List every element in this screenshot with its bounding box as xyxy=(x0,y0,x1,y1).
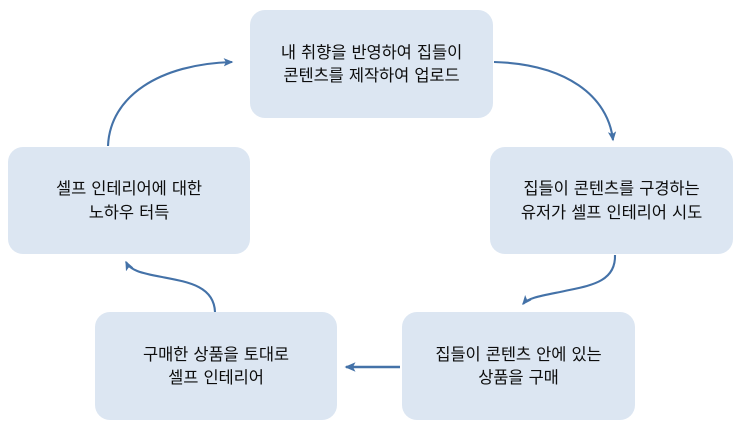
node-left[interactable]: 셀프 인테리어에 대한 노하우 터득 xyxy=(8,147,250,254)
edge-left-to-top xyxy=(106,58,234,147)
node-bottom-right-label: 집들이 콘텐츠 안에 있는 상품을 구매 xyxy=(435,344,602,387)
node-top[interactable]: 내 취향을 반영하여 집들이 콘텐츠를 제작하여 업로드 xyxy=(250,10,493,118)
node-right-label: 집들이 콘텐츠를 구경하는 유저가 셀프 인테리어 시도 xyxy=(520,179,703,222)
edge-bottomleft-to-left xyxy=(125,260,217,313)
edge-right-to-bottomright xyxy=(522,254,617,306)
node-right[interactable]: 집들이 콘텐츠를 구경하는 유저가 셀프 인테리어 시도 xyxy=(490,147,733,254)
node-bottom-left[interactable]: 구매한 상품을 토대로 셀프 인테리어 xyxy=(95,312,337,420)
node-left-label: 셀프 인테리어에 대한 노하우 터득 xyxy=(55,179,202,222)
node-top-label: 내 취향을 반영하여 집들이 콘텐츠를 제작하여 업로드 xyxy=(280,42,463,85)
node-bottom-right[interactable]: 집들이 콘텐츠 안에 있는 상품을 구매 xyxy=(402,312,635,420)
edge-top-to-right xyxy=(493,60,617,142)
node-bottom-left-label: 구매한 상품을 토대로 셀프 인테리어 xyxy=(142,344,289,387)
